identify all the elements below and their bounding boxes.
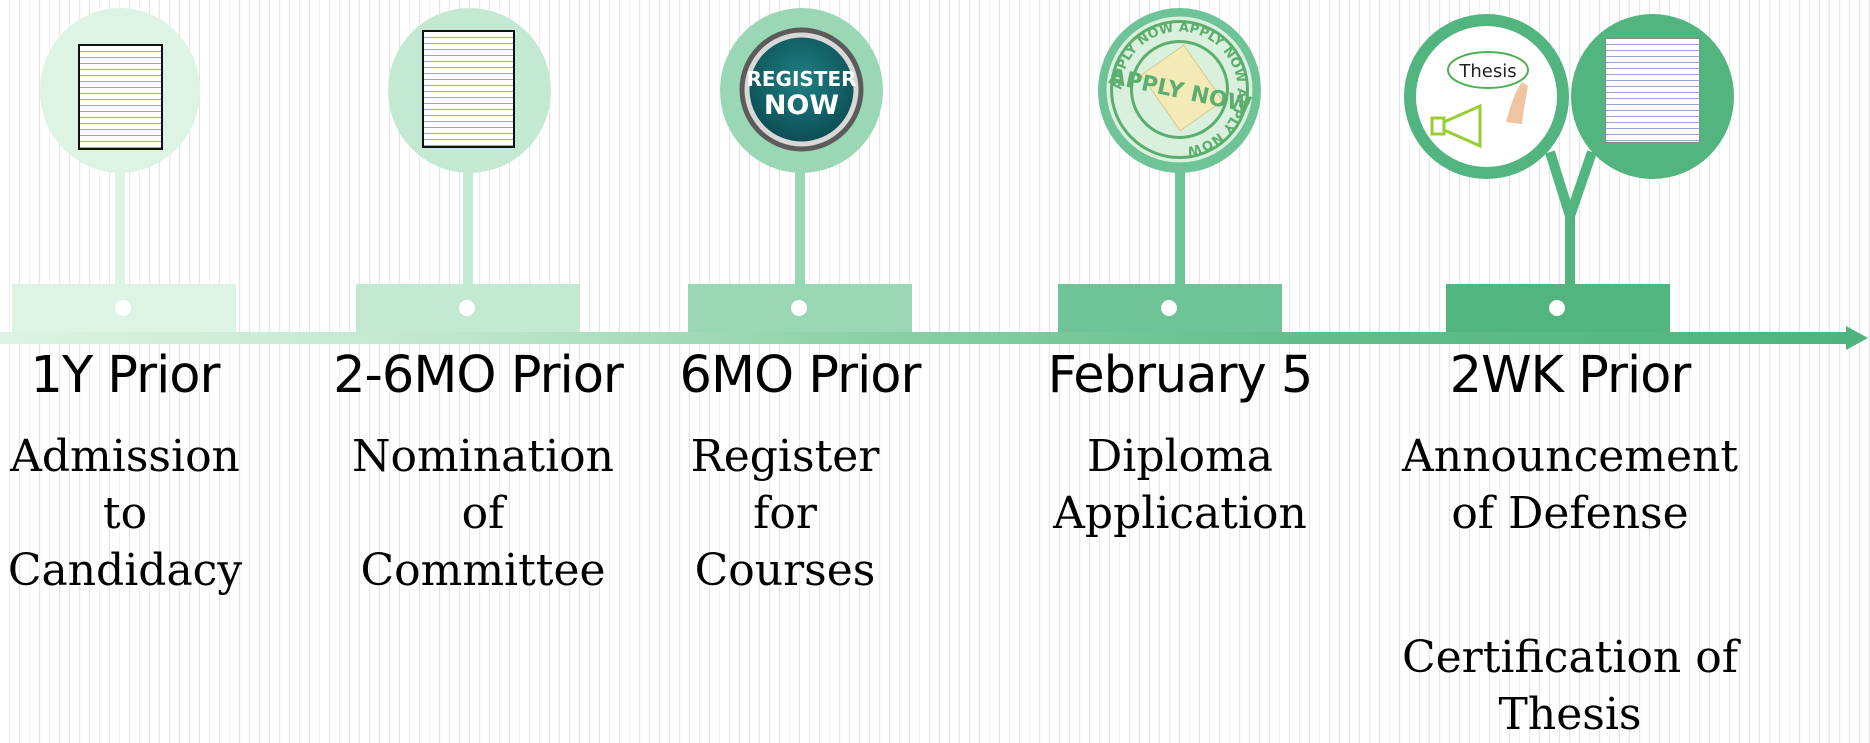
milestone-4-stem bbox=[1175, 170, 1185, 286]
now-label: NOW bbox=[764, 90, 839, 121]
milestone-1-stem bbox=[115, 170, 125, 286]
milestone-5-extra-description: Certification of Thesis bbox=[1401, 632, 1739, 740]
milestone-1-dot bbox=[115, 300, 131, 316]
thesis-image-frame: Thesis bbox=[1416, 26, 1557, 167]
admission-form-thumbnail bbox=[78, 44, 163, 150]
milestone-5-description: Announcement of Defense bbox=[1401, 431, 1739, 539]
milestone-2-stem bbox=[463, 170, 473, 286]
certification-form-thumbnail bbox=[1605, 38, 1700, 143]
milestone-3-description: Register for Courses bbox=[690, 431, 880, 596]
milestone-5-dot bbox=[1549, 300, 1565, 316]
thesis-megaphone-image: Thesis bbox=[1430, 51, 1529, 149]
milestone-1-band bbox=[12, 284, 236, 332]
milestone-3-dot bbox=[791, 300, 807, 316]
register-label: REGISTER bbox=[746, 67, 856, 91]
milestone-2-band bbox=[356, 284, 580, 332]
milestone-1-description: Admission to Candidacy bbox=[7, 431, 243, 596]
milestone-5-date: 2WK Prior bbox=[1449, 346, 1692, 405]
timeline-axis bbox=[0, 332, 1852, 344]
milestone-2-dot bbox=[459, 300, 475, 316]
milestone-4-band bbox=[1058, 284, 1282, 332]
milestone-3-stem bbox=[795, 170, 805, 286]
milestone-2-description: Nomination of Committee bbox=[352, 431, 614, 596]
milestone-2-date: 2-6MO Prior bbox=[333, 346, 624, 405]
milestone-4-date: February 5 bbox=[1047, 346, 1314, 405]
thesis-sign-text: Thesis bbox=[1458, 61, 1516, 82]
milestone-5-forked-stem bbox=[1545, 150, 1597, 286]
milestone-5-band bbox=[1446, 284, 1670, 332]
milestone-3-band bbox=[688, 284, 912, 332]
register-now-button-image: REGISTER NOW bbox=[739, 27, 864, 152]
milestone-3-date: 6MO Prior bbox=[679, 346, 922, 405]
milestone-4-dot bbox=[1161, 300, 1177, 316]
apply-now-stamp-image: APPLY NOW APPLY NOW APPLY NOW APPLY NOW bbox=[1106, 16, 1253, 163]
timeline-arrowhead bbox=[1846, 326, 1868, 350]
committee-form-thumbnail bbox=[422, 30, 515, 148]
milestone-4-description: Diploma Application bbox=[1053, 431, 1307, 539]
milestone-1-date: 1Y Prior bbox=[30, 346, 221, 405]
